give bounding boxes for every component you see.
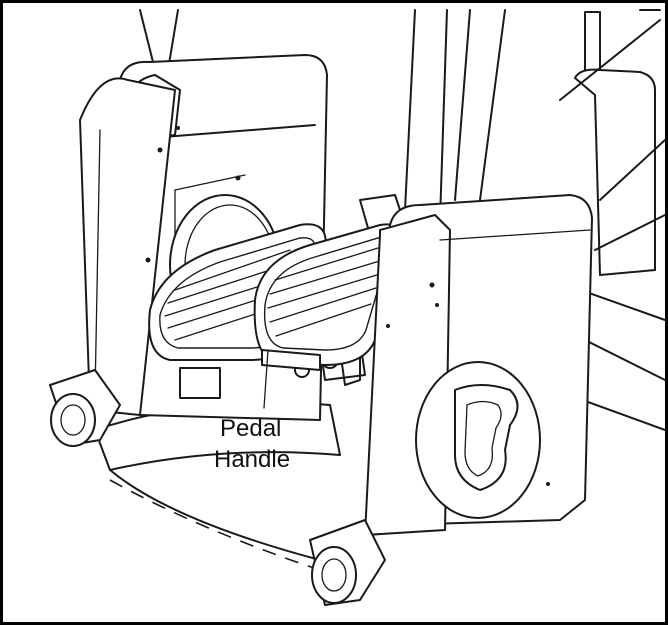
callout-label-pedal: Pedal	[220, 415, 281, 442]
rear-right-upright	[559, 9, 666, 276]
handle-arms	[139, 9, 506, 221]
callout-label-handle: Handle	[214, 446, 290, 473]
callout-leader-line	[263, 349, 269, 409]
right-wheel-assembly	[309, 519, 386, 606]
front-pedal-treads	[267, 247, 384, 337]
front-pedal	[253, 223, 404, 371]
crank-cover	[415, 361, 541, 519]
left-wheel-assembly	[49, 369, 121, 447]
